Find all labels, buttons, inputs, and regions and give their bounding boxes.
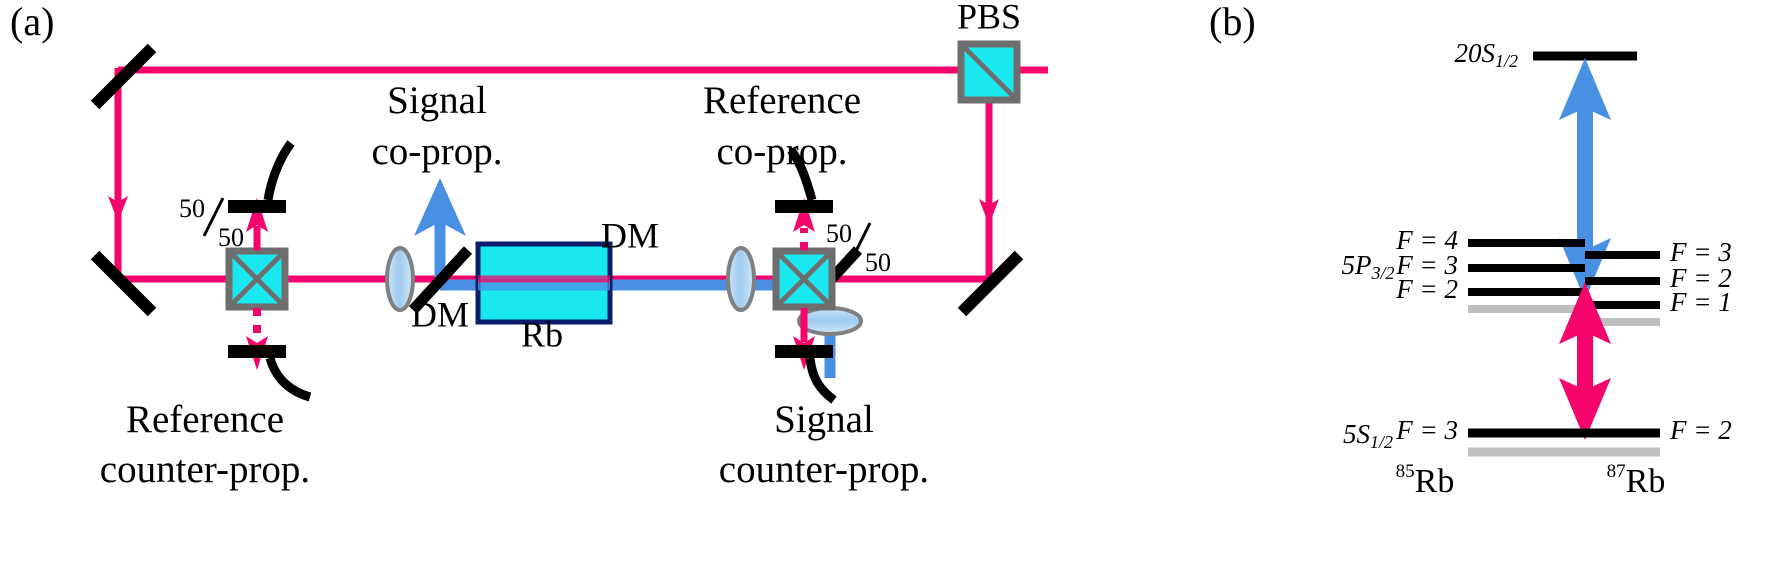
- probe-arrowhead-left: [108, 196, 128, 222]
- probe-arrowhead-top: [1559, 282, 1611, 344]
- lens-left: [385, 246, 415, 312]
- beamsplitter-right[interactable]: [772, 247, 836, 311]
- beamsplitter-right-up-branch: [793, 198, 815, 250]
- level-20s-term-label: 20S1/2: [1454, 38, 1518, 71]
- reference-counter-prop-label-line2: counter-prop.: [100, 448, 310, 491]
- level-5p-left-f3-label: F = 3: [1395, 250, 1458, 280]
- ratio-numerator-left: 50: [179, 194, 205, 223]
- reference-counter-prop-label-line1: Reference: [126, 398, 284, 441]
- panel-b-label: (b): [1209, 0, 1256, 44]
- signal-co-prop-label-line2: co-prop.: [371, 130, 502, 173]
- panel-a-label: (a): [10, 0, 54, 44]
- detector-signal-counter-prop[interactable]: [775, 345, 837, 404]
- detector-reference-counter-prop[interactable]: [228, 345, 312, 402]
- coupling-arrowhead-top: [1559, 58, 1611, 120]
- ratio-slash-right: [849, 222, 872, 262]
- dichroic-mirror-left: [408, 246, 473, 314]
- isotope-label-left: 85Rb: [1396, 461, 1455, 499]
- beamsplitter-left-ratio: 50 50: [179, 194, 244, 252]
- levels-5p-left: F = 4 F = 3 F = 2 5P3/2: [1341, 225, 1585, 313]
- lens-bottom: [797, 306, 863, 336]
- levels-5s-ground: F = 3 F = 2 5S1/2: [1343, 415, 1732, 457]
- detector-reference-co-prop[interactable]: [228, 140, 295, 213]
- pbs-diagonal: [959, 42, 1019, 102]
- right-up-arrowhead: [793, 198, 815, 232]
- signal-counter-prop-label-line2: counter-prop.: [719, 448, 929, 491]
- probe-arrowhead-right: [979, 199, 999, 225]
- transition-coupling-arrow: [1559, 58, 1611, 300]
- left-up-arrowhead: [246, 198, 268, 232]
- detector-lead-ref-co-right: [787, 147, 817, 202]
- signal-co-prop-label-line1: Signal: [387, 79, 487, 122]
- dm-right-label: DM: [601, 215, 659, 255]
- beamsplitter-left[interactable]: [225, 247, 289, 311]
- detector-bar-reference-co: [228, 200, 286, 213]
- signal-counter-prop-label-line1: Signal: [774, 398, 874, 441]
- reference-co-prop-label-line1: Reference: [703, 79, 861, 122]
- level-5p-left-f2-label: F = 2: [1395, 274, 1458, 304]
- detector-lead-reference-counter: [265, 356, 312, 402]
- detector-reference-co-prop-right[interactable]: [775, 147, 833, 213]
- ratio-numerator-right: 50: [826, 219, 852, 248]
- mirror-group: [90, 43, 1024, 317]
- pbs-label: PBS: [957, 0, 1021, 36]
- level-5s-left-f3-label: F = 3: [1395, 415, 1458, 445]
- detector-bar-reference-counter: [228, 345, 286, 358]
- probe-arrowhead-bottom: [1559, 378, 1611, 440]
- level-5p-right-f2-label: F = 2: [1669, 263, 1732, 293]
- lens-group: [385, 246, 863, 336]
- coupling-arrowhead-up: [414, 178, 466, 236]
- ratio-denominator-right: 50: [865, 248, 891, 277]
- reference-co-prop-label-line2: co-prop.: [716, 130, 847, 173]
- level-5s-right-f2-label: F = 2: [1669, 415, 1732, 445]
- mirror-top-left: [90, 43, 157, 110]
- detector-bar-signal-counter: [775, 345, 833, 358]
- level-5p-right-f1-label: F = 1: [1669, 287, 1732, 317]
- detector-bar-ref-co-right: [775, 200, 833, 213]
- ratio-slash-left: [202, 197, 225, 237]
- beamsplitter-right-ratio: 50 50: [826, 219, 891, 277]
- level-5s-term-label: 5S1/2: [1343, 419, 1393, 452]
- levels-5p-right: F = 3 F = 2 F = 1: [1585, 237, 1732, 326]
- beamsplitter-left-up-branch: [246, 198, 268, 250]
- mirror-bottom-right: [957, 250, 1024, 317]
- rb-cell-label: Rb: [521, 314, 563, 354]
- ratio-denominator-left: 50: [218, 223, 244, 252]
- panel-a: PBS 50 50: [10, 0, 1048, 491]
- level-5p-left-f4-label: F = 4: [1395, 225, 1458, 255]
- pbs-cube[interactable]: [957, 40, 1021, 104]
- beamsplitter-right-diagonal-2: [774, 249, 834, 309]
- level-5p-term-label: 5P3/2: [1341, 250, 1394, 283]
- transition-probe-arrow: [1559, 282, 1611, 440]
- mirror-bottom-left: [90, 250, 157, 317]
- detector-lead-reference-co: [263, 140, 295, 201]
- lens-right: [726, 246, 756, 312]
- detector-lead-signal-counter: [805, 357, 837, 404]
- panel-b: (b) 20S1/2 F = 4 F = 3 F = 2 5P3/2: [1209, 0, 1732, 500]
- level-5p-right-f3-label: F = 3: [1669, 237, 1732, 267]
- beamsplitter-left-down-branch: [246, 308, 268, 370]
- beamsplitter-left-diagonal-2: [227, 249, 287, 309]
- dm-left-label: DM: [411, 294, 469, 334]
- isotope-label-right: 87Rb: [1607, 461, 1666, 499]
